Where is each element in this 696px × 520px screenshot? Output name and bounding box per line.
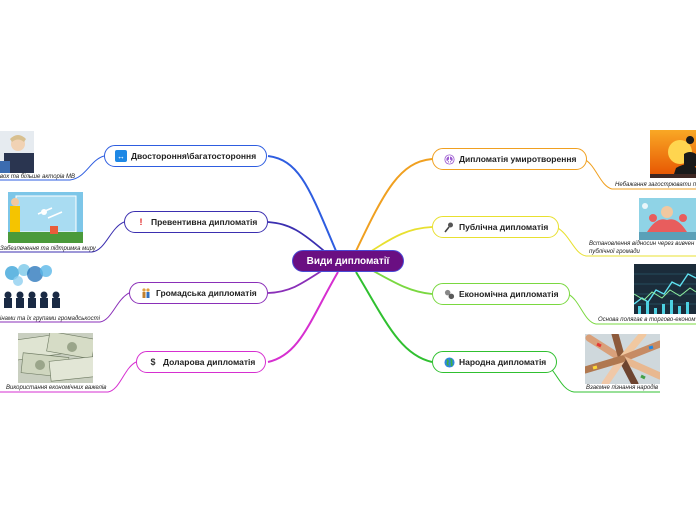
note-dollar: Використання економічних важелів <box>6 385 107 391</box>
note-bilateral: вох та більше акторів МВ <box>0 174 76 180</box>
image-public <box>639 198 696 240</box>
left-right-arrow-icon: ↔ <box>115 150 127 162</box>
people-icon <box>140 287 152 299</box>
note-appeasement: Небажання загострювати пр <box>615 182 696 188</box>
topic-appeasement[interactable]: Дипломатія умиротворення <box>432 148 588 170</box>
globe-icon <box>443 356 455 368</box>
topic-economic[interactable]: Економічна дипломатія <box>432 283 570 305</box>
exchange-icon <box>443 288 455 300</box>
image-economic <box>634 264 696 314</box>
central-topic[interactable]: Види дипломатії <box>292 250 404 272</box>
peace-icon <box>443 153 455 165</box>
note-preventive: Забезпечення та підтримка миру <box>0 246 96 252</box>
microphone-icon <box>443 221 455 233</box>
image-appeasement <box>650 130 696 178</box>
image-civic <box>0 263 62 313</box>
topic-preventive[interactable]: ! Превентивна дипломатія <box>124 211 269 233</box>
link-right-3 <box>355 271 433 363</box>
exclamation-icon: ! <box>139 217 143 227</box>
topic-civic[interactable]: Громадська дипломатія <box>129 282 268 304</box>
link-left-0 <box>267 155 337 252</box>
note-economic: Основа полягає в торгово-економ <box>598 317 696 323</box>
note-people: Взаємне пізнання народів <box>586 385 659 391</box>
link-left-2 <box>267 267 327 294</box>
note-public: Встановлення відносин через вивчен публі… <box>589 241 695 255</box>
link-left-3 <box>267 271 339 363</box>
note-civic: інами та їх групами громадськості <box>0 316 100 322</box>
link-right-0 <box>355 158 433 252</box>
topic-dollar[interactable]: $ Доларова дипломатія <box>136 351 267 373</box>
topic-bilateral[interactable]: ↔ Двостороння\багатостороння <box>104 145 268 167</box>
image-bilateral <box>0 131 34 173</box>
topic-people[interactable]: Народна дипломатія <box>432 351 558 373</box>
dollar-icon: $ <box>150 357 156 367</box>
image-dollar <box>18 333 93 383</box>
topic-public[interactable]: Публічна дипломатія <box>432 216 560 238</box>
image-people <box>585 334 660 384</box>
image-preventive <box>8 192 83 243</box>
link-left-1 <box>267 221 331 257</box>
